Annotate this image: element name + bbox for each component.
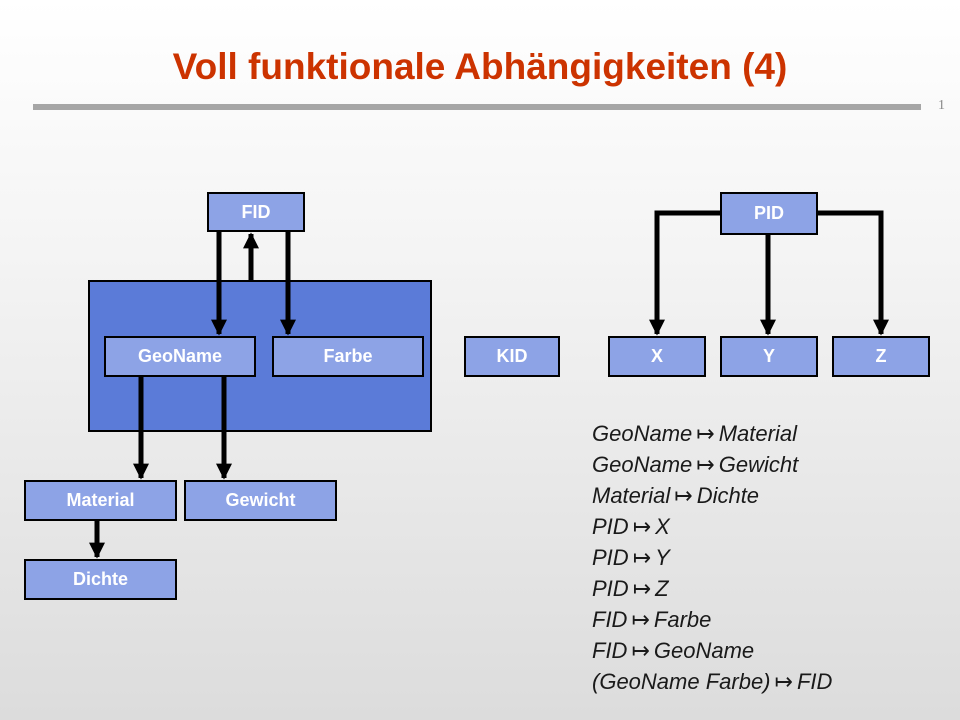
- title-divider: [33, 104, 921, 110]
- dependency-item: GeoName↦Gewicht: [592, 449, 832, 480]
- attr-kid: KID: [464, 336, 560, 377]
- dependency-item: (GeoName Farbe)↦FID: [592, 666, 832, 697]
- dependency-rhs: Farbe: [653, 607, 712, 632]
- arrow-pid-x: [648, 210, 722, 336]
- dependency-item: PID↦Z: [592, 573, 832, 604]
- dependency-lhs: (GeoName Farbe): [592, 669, 771, 694]
- maps-to-icon: ↦: [632, 576, 652, 601]
- attr-farbe: Farbe: [272, 336, 424, 377]
- dependency-lhs: PID: [592, 514, 629, 539]
- slide-title: Voll funktionale Abhängigkeiten (4): [172, 46, 788, 87]
- dependency-rhs: GeoName: [653, 638, 755, 663]
- maps-to-icon: ↦: [774, 669, 793, 694]
- dependency-rhs: Z: [655, 576, 669, 601]
- attr-z: Z: [832, 336, 930, 377]
- maps-to-icon: ↦: [632, 545, 652, 570]
- dependency-item: GeoName↦Material: [592, 418, 832, 449]
- maps-to-icon: ↦: [631, 607, 650, 632]
- dependency-lhs: GeoName: [592, 421, 693, 446]
- maps-to-icon: ↦: [631, 638, 650, 663]
- dependency-rhs: Dichte: [696, 483, 760, 508]
- dependency-item: PID↦Y: [592, 542, 832, 573]
- maps-to-icon: ↦: [696, 421, 715, 446]
- attr-gewicht: Gewicht: [184, 480, 337, 521]
- dependency-item: PID↦X: [592, 511, 832, 542]
- dependency-lhs: PID: [592, 545, 629, 570]
- dependency-lhs: FID: [592, 638, 628, 663]
- attr-x: X: [608, 336, 706, 377]
- dependency-rhs: FID: [796, 669, 833, 694]
- maps-to-icon: ↦: [696, 452, 715, 477]
- arrow-pid-z: [816, 210, 890, 336]
- dependency-rhs: Y: [655, 545, 670, 570]
- dependency-lhs: PID: [592, 576, 629, 601]
- dependency-rhs: Material: [718, 421, 797, 446]
- dependency-lhs: GeoName: [592, 452, 693, 477]
- dependency-rhs: Gewicht: [718, 452, 799, 477]
- attr-fid: FID: [207, 192, 305, 232]
- maps-to-icon: ↦: [632, 514, 652, 539]
- attr-geoname: GeoName: [104, 336, 256, 377]
- dependency-lhs: FID: [592, 607, 628, 632]
- dependency-item: FID↦GeoName: [592, 635, 832, 666]
- attr-pid: PID: [720, 192, 818, 235]
- dependency-item: FID↦Farbe: [592, 604, 832, 635]
- slide-number: 1: [938, 98, 945, 113]
- maps-to-icon: ↦: [674, 483, 693, 508]
- dependency-rhs: X: [655, 514, 670, 539]
- dependency-lhs: Material: [592, 483, 671, 508]
- attr-material: Material: [24, 480, 177, 521]
- attr-y: Y: [720, 336, 818, 377]
- attr-dichte: Dichte: [24, 559, 177, 600]
- dependency-item: Material↦Dichte: [592, 480, 832, 511]
